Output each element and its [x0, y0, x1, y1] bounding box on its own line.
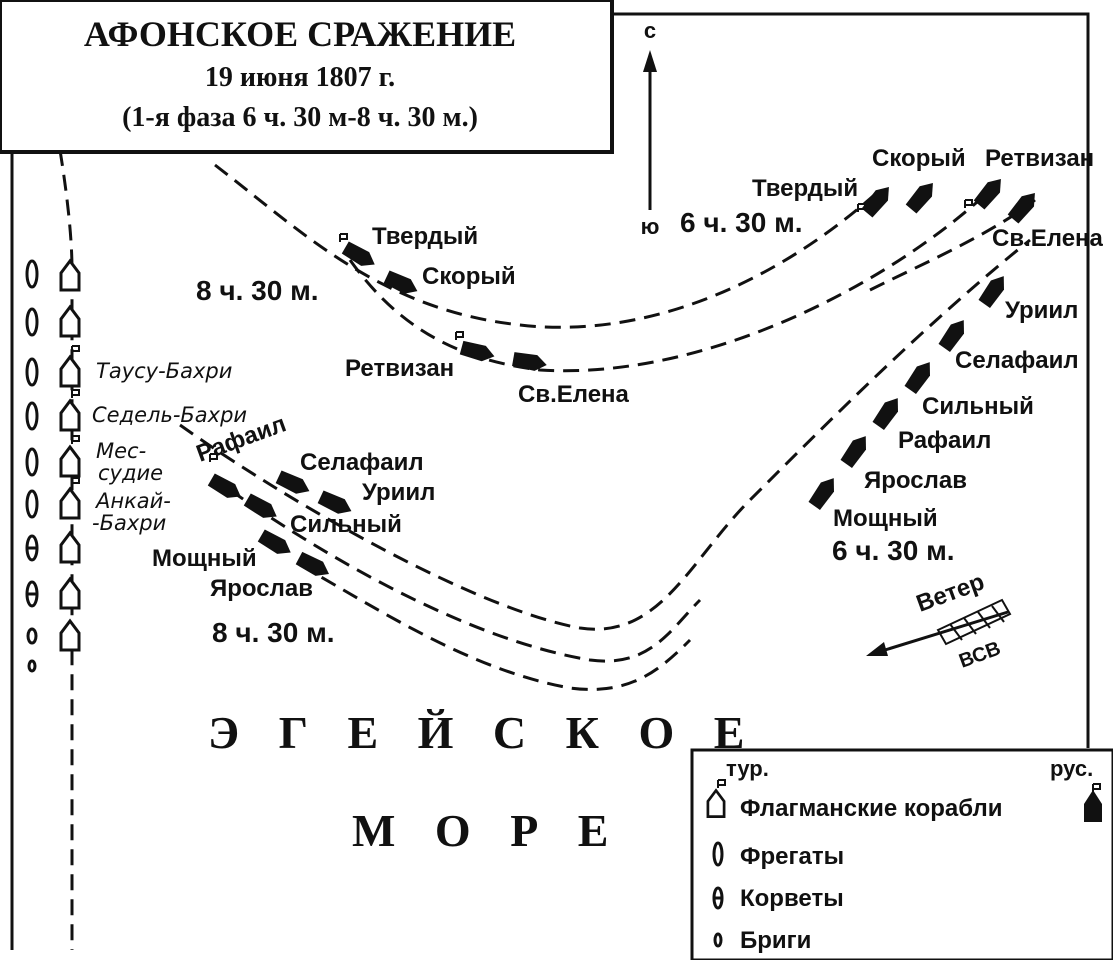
south-group-end: Рафаил Селафаил Уриил Сильный Мощный Яро…	[152, 410, 435, 648]
compass-south-label: ю	[641, 214, 660, 239]
turkish-ship	[59, 577, 81, 610]
map-phase: (1-я фаза 6 ч. 30 м-8 ч. 30 м.)	[122, 102, 478, 133]
legend-flagships-label: Флагманские корабли	[740, 795, 1002, 822]
legend-corvettes-label: Корветы	[740, 885, 844, 912]
north-group-end: Твердый Скорый Ретвизан Св.Елена 8 ч. 30…	[196, 223, 630, 408]
turkish-frigate	[25, 259, 39, 289]
legend-russian-header: рус.	[1050, 756, 1093, 781]
compass-north-label: с	[644, 18, 656, 43]
south-tracks	[179, 238, 1031, 691]
compass: с ю	[641, 18, 660, 239]
legend-turkish-header: тур.	[726, 756, 769, 781]
north-tracks	[214, 163, 1036, 373]
label-yaroslav-start: Ярослав	[864, 467, 967, 494]
turkish-ship	[59, 259, 81, 292]
map-title: АФОНСКОЕ СРАЖЕНИЕ	[84, 14, 516, 54]
label-silny-start: Сильный	[922, 393, 1034, 420]
label-ankai-bahri-2: -Бахри	[92, 511, 166, 535]
ship-silny-start	[903, 357, 937, 395]
ship-retvizan-start	[972, 173, 1008, 211]
legend: тур. рус. Флагманские корабли Фрегаты Ко…	[690, 748, 1113, 960]
label-tausu-bahri: Таусу-Бахри	[96, 359, 232, 383]
south-group-start: Уриил Селафаил Сильный Рафаил Ярослав Мо…	[807, 271, 1079, 566]
legend-brigs-label: Бриги	[740, 927, 811, 954]
time-south-end: 8 ч. 30 м.	[212, 617, 335, 648]
label-rafail-start: Рафаил	[898, 427, 991, 454]
label-uriil-start: Уриил	[1005, 297, 1078, 324]
label-retvizan-start: Ретвизан	[985, 145, 1094, 172]
turkish-ship	[59, 531, 81, 564]
sea-name-line2: М О Р Е	[352, 805, 622, 856]
legend-brig-icon	[713, 932, 723, 948]
ship-st-elena-start	[1006, 187, 1042, 225]
wind-label: Ветер	[913, 568, 988, 617]
label-sedel-bahri: Седель-Бахри	[92, 403, 247, 427]
map-date: 19 июня 1807 г.	[205, 62, 395, 93]
turkish-frigate	[25, 357, 39, 387]
title-box: АФОНСКОЕ СРАЖЕНИЕ 19 июня 1807 г. (1-я ф…	[0, 0, 614, 154]
wind-direction: ВСВ	[956, 637, 1004, 672]
turkish-flagship	[59, 355, 81, 388]
turkish-frigate	[25, 489, 39, 519]
label-yaroslav-end: Ярослав	[210, 575, 313, 602]
time-south-start: 6 ч. 30 м.	[832, 535, 955, 566]
label-uriil-end: Уриил	[362, 479, 435, 506]
north-group-start: Твердый Скорый Ретвизан Св.Елена 6 ч. 30…	[680, 145, 1104, 252]
turkish-fleet: Таусу-Бахри Седель-Бахри Мес- судие Анка…	[25, 259, 247, 673]
time-north-end: 8 ч. 30 м.	[196, 275, 319, 306]
label-moshchny-end: Мощный	[152, 545, 257, 572]
wind-indicator: Ветер ВСВ	[866, 568, 1012, 673]
label-st-elena-end: Св.Елена	[518, 381, 630, 408]
label-tverdy-start: Твердый	[752, 175, 858, 202]
label-mesudie-1: Мес-	[96, 439, 146, 463]
sea-name: Э Г Е Й С К О Е М О Р Е	[208, 707, 758, 856]
label-selafail-end: Селафаил	[300, 449, 424, 476]
turkish-frigate	[25, 401, 39, 431]
map-frame	[10, 12, 1090, 950]
label-ankai-bahri-1: Анкай-	[94, 489, 171, 513]
turkish-brig	[26, 627, 38, 645]
legend-russian-flagship-icon	[1084, 790, 1102, 822]
label-mesudie-2: судие	[98, 461, 163, 485]
turkish-flagship	[59, 487, 81, 520]
ship-yaroslav-start	[839, 431, 873, 469]
turkish-frigate	[25, 307, 39, 337]
label-moshchny-start: Мощный	[833, 505, 938, 532]
turkish-ship	[59, 305, 81, 338]
turkish-brig	[27, 659, 37, 673]
ship-skory-start	[904, 177, 940, 215]
turkish-ship	[59, 619, 81, 652]
label-selafail-start: Селафаил	[955, 347, 1079, 374]
time-north-start: 6 ч. 30 м.	[680, 207, 803, 238]
legend-frigate-icon	[712, 841, 724, 867]
label-silny-end: Сильный	[290, 511, 402, 538]
label-skory-end: Скорый	[422, 263, 516, 290]
legend-frigates-label: Фрегаты	[740, 843, 844, 870]
ship-rafail-start	[871, 393, 905, 431]
label-retvizan-end: Ретвизан	[345, 355, 454, 382]
turkish-frigate	[25, 447, 39, 477]
label-skory-start: Скорый	[872, 145, 966, 172]
label-st-elena-start: Св.Елена	[992, 225, 1104, 252]
label-tverdy-end: Твердый	[372, 223, 478, 250]
sea-name-line1: Э Г Е Й С К О Е	[208, 707, 758, 758]
ship-rafail-end	[207, 472, 245, 504]
turkish-flagship	[59, 399, 81, 432]
ship-tverdy-start	[860, 181, 896, 219]
turkish-flagship	[59, 445, 81, 478]
